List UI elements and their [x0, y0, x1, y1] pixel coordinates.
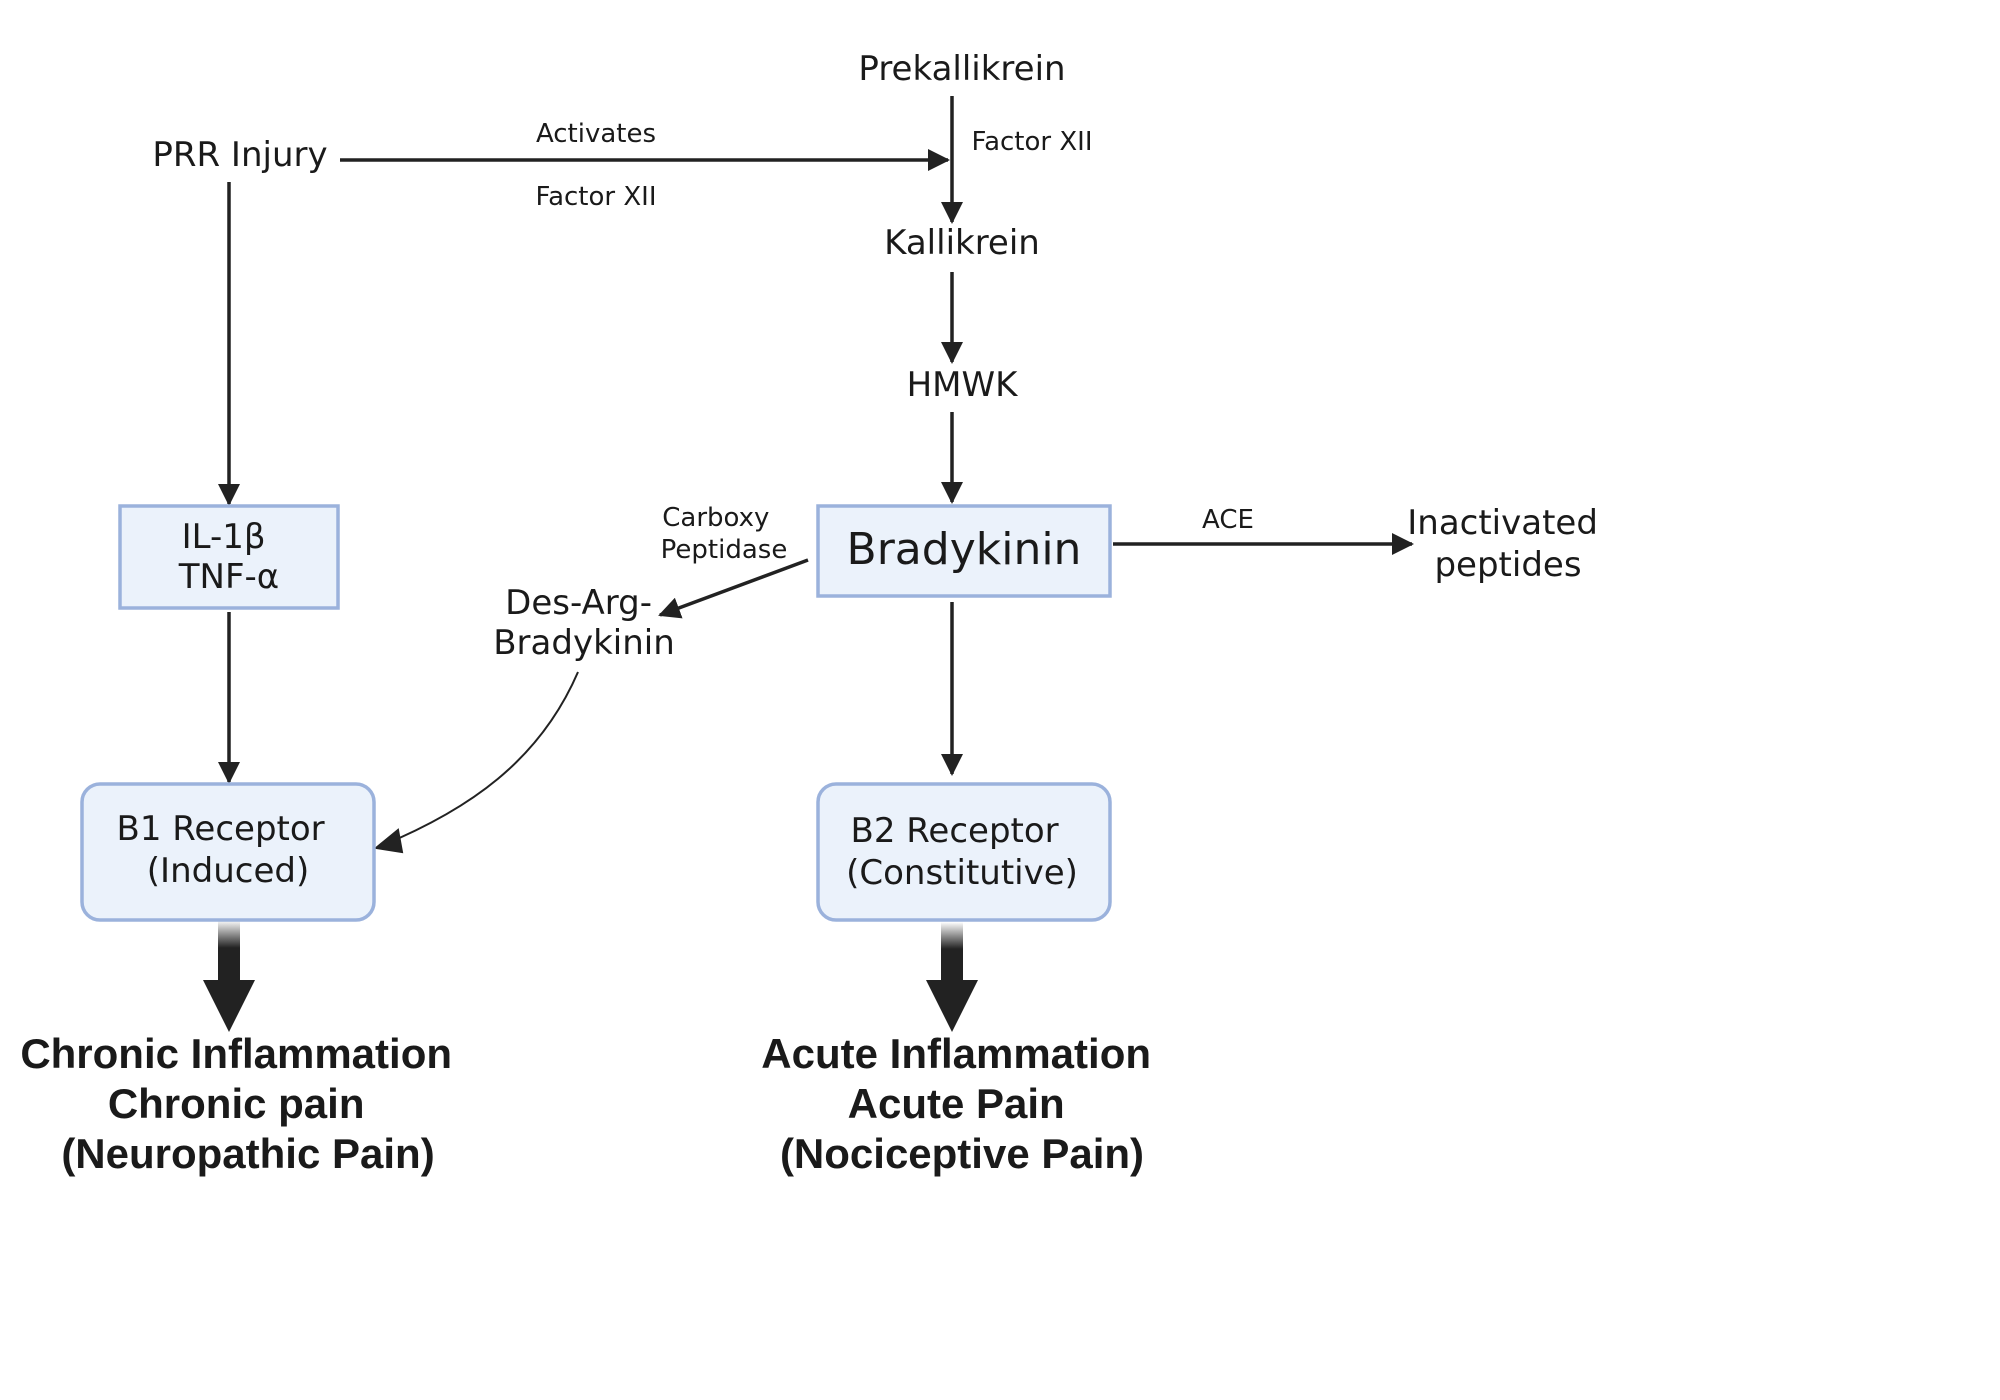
b1-receptor-box — [80, 782, 376, 922]
acute-outcome-label: Acute Inflammation Acute Pain (Nocicepti… — [761, 1030, 1162, 1177]
activates-label: Activates — [536, 119, 656, 149]
b2-receptor-label: B2 Receptor (Constitutive) — [846, 811, 1078, 893]
des-arg-to-b1-edge — [375, 671, 579, 849]
prr-injury-label: PRR Injury — [152, 135, 327, 175]
bradykinin-label: Bradykinin — [847, 524, 1082, 575]
des-arg-bradykinin-label: Des-Arg- Bradykinin — [493, 583, 675, 663]
chronic-outcome-label: Chronic Inflammation Chronic pain (Neuro… — [20, 1030, 463, 1177]
inactivated-peptides-label: Inactivated peptides — [1407, 503, 1608, 585]
bradykinin-box — [816, 504, 1112, 598]
prekallikrein-label: Prekallikrein — [858, 49, 1065, 89]
hmwk-label: HMWK — [907, 365, 1020, 405]
carboxy-peptidase-label: Carboxy Peptidase — [661, 503, 788, 565]
factor-xii-left-label: Factor XII — [536, 182, 657, 212]
b2-outcome-arrow — [926, 922, 978, 1032]
b2-receptor-box — [816, 782, 1112, 922]
kallikrein-label: Kallikrein — [884, 223, 1040, 263]
carboxypeptidase-edge — [658, 558, 809, 619]
cytokines-label: IL-1β TNF-α — [178, 517, 279, 597]
cytokines-box — [118, 504, 340, 610]
factor-xii-right-label: Factor XII — [972, 127, 1093, 157]
ace-label: ACE — [1202, 505, 1254, 535]
b1-receptor-label: B1 Receptor (Induced) — [117, 809, 336, 891]
des-arg-to-b1-arrowhead — [373, 828, 404, 854]
b1-outcome-arrow — [203, 920, 255, 1032]
